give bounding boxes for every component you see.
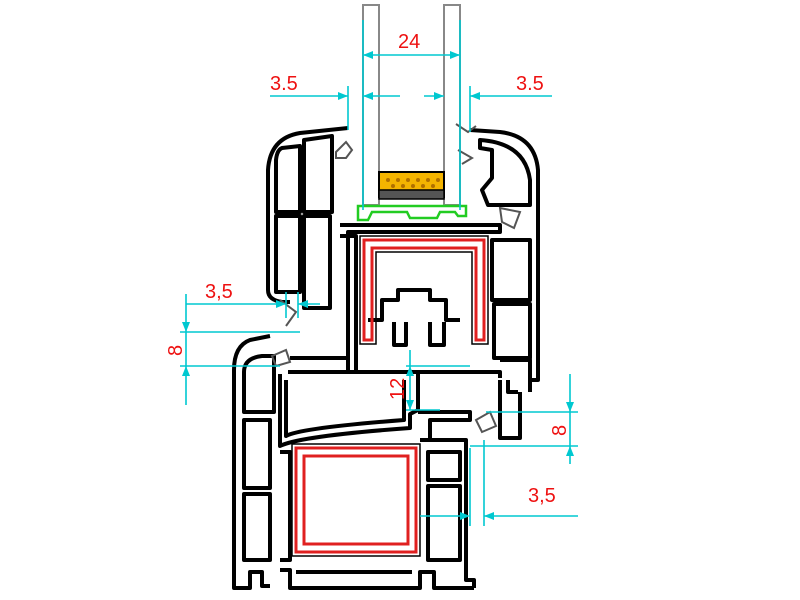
sash-profile bbox=[266, 126, 540, 392]
spacer-sealant bbox=[378, 189, 445, 200]
glazing-bead bbox=[356, 204, 468, 222]
gasket-top-left bbox=[335, 140, 354, 159]
sash-steel-reinforcement bbox=[362, 238, 486, 342]
gasket-top-right-2 bbox=[457, 149, 474, 165]
gaskets bbox=[270, 123, 522, 434]
gasket-right-lip bbox=[498, 206, 522, 230]
dim-right-height: 8 bbox=[549, 425, 571, 436]
dim-overlap: 12 bbox=[387, 378, 409, 400]
frame-steel-reinforcement bbox=[294, 446, 418, 554]
glass-spacer bbox=[378, 171, 445, 200]
dim-left-height: 8 bbox=[165, 345, 187, 356]
glass-pane-right bbox=[443, 4, 461, 206]
frame-profile bbox=[232, 334, 522, 590]
frame-steel-outline bbox=[291, 443, 421, 557]
dimension-lines bbox=[180, 20, 578, 526]
dim-right-gap-top: 3.5 bbox=[516, 73, 544, 95]
gasket-bottom-right bbox=[474, 410, 498, 434]
dimension-labels: 24 3.5 3.5 3,5 8 12 8 3,5 bbox=[165, 31, 571, 507]
sash-outer-right bbox=[469, 128, 540, 382]
dimension-arrows bbox=[182, 51, 574, 520]
frame-outer-left bbox=[232, 334, 271, 590]
desiccant-beads bbox=[386, 178, 440, 188]
dim-glass-width: 24 bbox=[398, 31, 420, 53]
gasket-mid-left bbox=[270, 348, 292, 368]
dim-right-gap-bottom: 3,5 bbox=[528, 485, 556, 507]
glass-pane-left bbox=[362, 4, 380, 206]
sash-steel-outline bbox=[359, 235, 489, 345]
dim-left-gap-mid: 3,5 bbox=[205, 281, 233, 303]
dim-left-gap-top: 3.5 bbox=[270, 73, 298, 95]
